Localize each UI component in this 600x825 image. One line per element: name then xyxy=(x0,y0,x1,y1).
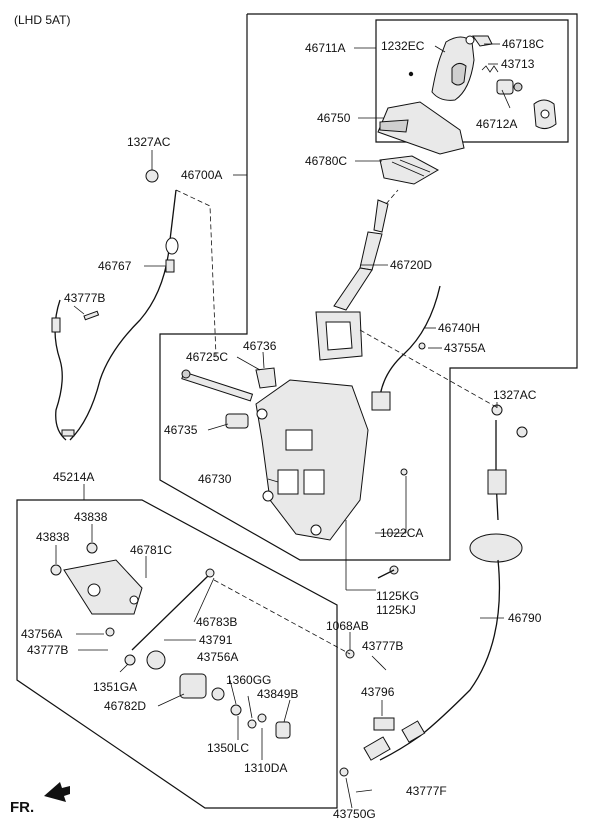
label-43838-right: 43838 xyxy=(74,510,108,524)
page-title: (LHD 5AT) xyxy=(14,13,70,27)
shift-cable-right xyxy=(363,420,523,761)
housing-bolt xyxy=(400,468,408,476)
label-43777B-right: 43777B xyxy=(362,639,403,653)
label-1310DA: 1310DA xyxy=(244,761,287,775)
label-46725C: 46725C xyxy=(186,350,228,364)
knob-spring xyxy=(481,65,499,73)
label-46767: 46767 xyxy=(98,259,132,273)
cap-nut xyxy=(275,721,291,739)
screw-dot xyxy=(408,71,414,77)
label-43756A-left: 43756A xyxy=(21,627,62,641)
shift-lever-rod xyxy=(333,199,389,311)
solenoid xyxy=(225,413,249,429)
label-1350LC: 1350LC xyxy=(207,741,249,755)
label-1232EC: 1232EC xyxy=(381,39,425,53)
label-46790: 46790 xyxy=(508,611,542,625)
label-46740H: 46740H xyxy=(438,321,480,335)
label-43838-left: 43838 xyxy=(36,530,70,544)
label-46781C: 46781C xyxy=(130,543,172,557)
label-43713: 43713 xyxy=(501,57,535,71)
washer-43750 xyxy=(339,767,349,777)
knob-button xyxy=(496,79,523,95)
label-43756A-right: 43756A xyxy=(197,650,238,664)
shift-lever-base xyxy=(315,311,363,361)
shift-lever-assembly-frame xyxy=(159,13,578,561)
pivot-assembly xyxy=(146,650,225,701)
label-43755A: 43755A xyxy=(444,341,485,355)
bushing-left xyxy=(50,564,62,576)
knob-cover-plate xyxy=(533,99,557,130)
label-1360GG: 1360GG xyxy=(226,673,271,687)
shift-lock-cable-left xyxy=(51,169,179,441)
front-direction-label: FR. xyxy=(10,799,34,816)
label-43777B-box: 43777B xyxy=(27,643,68,657)
label-1327AC-right: 1327AC xyxy=(493,388,537,402)
label-46783B: 46783B xyxy=(196,615,237,629)
label-1068AB: 1068AB xyxy=(326,619,369,633)
label-46720D: 46720D xyxy=(390,258,432,272)
washer xyxy=(124,654,136,666)
label-46780C: 46780C xyxy=(305,154,347,168)
nut-2 xyxy=(257,713,267,723)
indicator-cover xyxy=(377,101,465,155)
bracket-43796 xyxy=(373,717,395,731)
label-1125KG: 1125KG xyxy=(376,589,419,603)
cable-clip xyxy=(418,342,426,350)
shift-lock-cable xyxy=(371,285,441,411)
knob-assembly-frame xyxy=(375,19,569,143)
label-43849B: 43849B xyxy=(257,687,298,701)
label-46750: 46750 xyxy=(317,111,351,125)
nut xyxy=(105,627,115,637)
label-46736: 46736 xyxy=(243,339,277,353)
label-46712A: 46712A xyxy=(476,117,517,131)
washer-2 xyxy=(230,704,242,716)
washer-3 xyxy=(247,719,257,729)
cable-nut xyxy=(516,426,528,438)
lever-mechanism-frame xyxy=(16,499,338,809)
label-46730: 46730 xyxy=(198,472,232,486)
label-1327AC-left: 1327AC xyxy=(127,135,171,149)
select-lever-bracket xyxy=(63,559,143,615)
shifter-housing xyxy=(255,379,369,541)
label-46711A: 46711A xyxy=(305,41,345,55)
label-43796: 43796 xyxy=(361,685,395,699)
label-1125KJ: 1125KJ xyxy=(376,603,416,617)
bushing-right xyxy=(86,542,98,554)
label-43791: 43791 xyxy=(199,633,233,647)
label-46735: 46735 xyxy=(164,423,198,437)
label-46718C: 46718C xyxy=(502,37,544,51)
label-43750G: 43750G xyxy=(333,807,376,820)
label-46782D: 46782D xyxy=(104,699,146,713)
indicator-bracket xyxy=(379,155,440,185)
label-43777F: 43777F xyxy=(406,784,447,798)
detent-spring xyxy=(255,367,277,389)
select-rod xyxy=(131,568,215,651)
label-45214A: 45214A xyxy=(53,470,94,484)
pin xyxy=(83,310,100,321)
label-1022CA: 1022CA xyxy=(380,526,423,540)
shift-knob xyxy=(431,35,475,101)
label-46700A: 46700A xyxy=(181,168,222,182)
label-43777B-top: 43777B xyxy=(64,291,105,305)
front-arrow-icon xyxy=(44,782,70,802)
knob-cap-clip xyxy=(472,35,493,47)
pivot-bolt xyxy=(181,369,254,402)
bolt-1125 xyxy=(377,565,399,579)
label-1351GA: 1351GA xyxy=(93,680,137,694)
